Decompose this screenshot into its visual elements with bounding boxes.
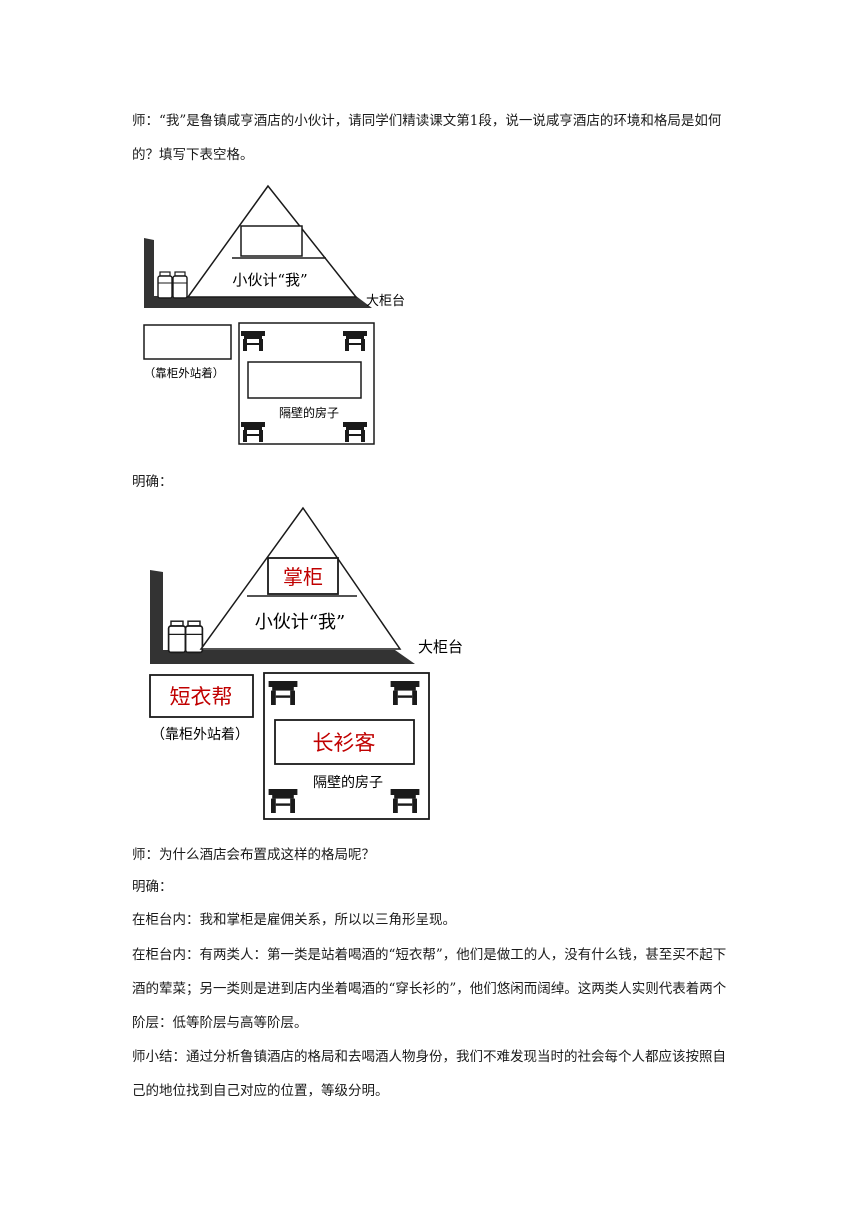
room-label: 隔壁的房子 bbox=[313, 775, 383, 791]
summary-paragraph: 师小结：通过分析鲁镇酒店的格局和去喝酒人物身份，我们不难发现当时的社会每个人都应… bbox=[132, 1049, 726, 1099]
wine-jar-icon bbox=[184, 620, 204, 654]
short-coat-answer: 短衣帮 bbox=[170, 685, 233, 709]
question-2: 师：为什么酒店会布置成这样的格局呢？ bbox=[132, 847, 375, 863]
counter-label: 大柜台 bbox=[366, 294, 405, 309]
stool-icon bbox=[241, 422, 265, 442]
boss-answer: 掌柜 bbox=[283, 565, 323, 589]
stool-icon bbox=[390, 681, 420, 705]
stool-icon bbox=[268, 681, 298, 705]
room-label: 隔壁的房子 bbox=[279, 405, 339, 420]
wine-jar-icon bbox=[157, 271, 173, 299]
wine-jar-icon bbox=[167, 620, 187, 654]
outside-note: （靠柜外站着） bbox=[144, 366, 225, 380]
diagram-answer: 掌柜 小伙计“我” 大柜台 短衣帮 （靠柜外站着） 长衫客 隔壁的房子 bbox=[149, 506, 463, 820]
stool-icon bbox=[241, 331, 265, 351]
counter-label: 大柜台 bbox=[418, 638, 463, 656]
explanation-1: 在柜台内：我和掌柜是雇佣关系，所以以三角形呈现。 bbox=[132, 912, 456, 928]
stool-icon bbox=[390, 789, 420, 813]
outside-note: （靠柜外站着） bbox=[151, 727, 249, 743]
wine-jar-icon bbox=[172, 271, 188, 299]
explanation-2: 在柜台内：有两类人：第一类是站着喝酒的“短衣帮”，他们是做工的人，没有什么钱，甚… bbox=[132, 947, 727, 1031]
answer-heading: 明确： bbox=[132, 474, 173, 490]
stool-icon bbox=[343, 422, 367, 442]
short-coat-blank-box bbox=[143, 324, 232, 360]
waiter-label: 小伙计“我” bbox=[255, 612, 345, 633]
waiter-label: 小伙计“我” bbox=[232, 271, 307, 289]
long-gown-blank-box bbox=[247, 361, 362, 399]
boss-blank-box bbox=[240, 225, 303, 257]
answer-heading-2: 明确： bbox=[132, 879, 173, 895]
stool-icon bbox=[268, 789, 298, 813]
diagram-blank: 小伙计“我” 大柜台 （靠柜外站着） 隔壁的房子 bbox=[143, 184, 405, 445]
intro-paragraph: 师：“我”是鲁镇咸亨酒店的小伙计，请同学们精读课文第1段，说一说咸亨酒店的环境和… bbox=[132, 113, 722, 163]
stool-icon bbox=[343, 331, 367, 351]
long-gown-answer: 长衫客 bbox=[313, 731, 376, 755]
